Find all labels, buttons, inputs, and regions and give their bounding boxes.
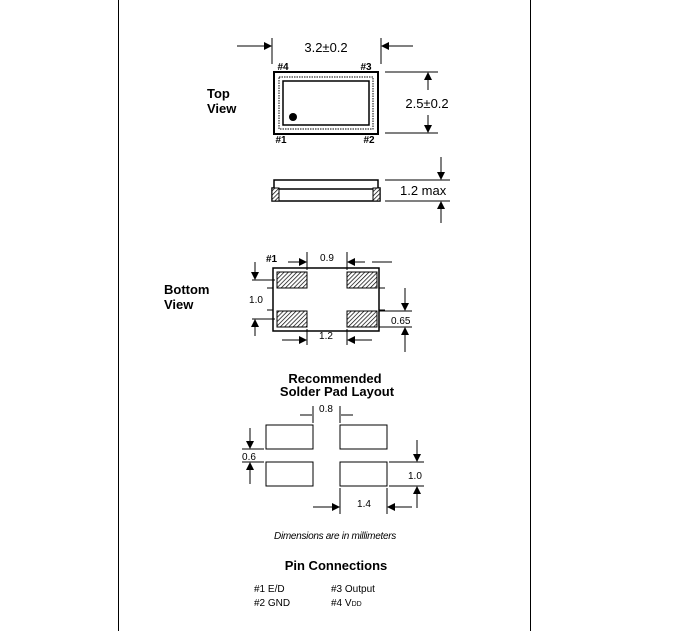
pad-3 xyxy=(346,310,378,328)
top-view: 3.2±0.2 #4 #3 #1 #2 Top View 2.5±0.2 xyxy=(207,38,449,146)
pin-label-1: #1 xyxy=(275,135,287,146)
bottom-view-label: Bottom xyxy=(164,282,210,297)
pin-1-desc: #1 E/D xyxy=(254,584,285,595)
dim-pad-pitch-v: 1.0 xyxy=(249,295,263,306)
pin1-marker-dot xyxy=(289,113,297,121)
top-view-label: Top xyxy=(207,86,230,101)
pin-label-3: #3 xyxy=(360,62,372,73)
pad-4 xyxy=(276,310,308,328)
solder-pad xyxy=(265,424,314,450)
bottom-view-label: View xyxy=(164,297,194,312)
dim-pad-pitch-h: 1.2 xyxy=(319,331,333,342)
solder-pad xyxy=(339,424,388,450)
solder-pad xyxy=(339,461,388,487)
dim-pad-height: 1.0 xyxy=(408,471,422,482)
bottom-view: #1 Bottom View 0.9 1.0 0.65 1.2 xyxy=(164,252,412,352)
pin-4-desc: #4 VDD xyxy=(331,598,362,609)
side-view: 1.2 max xyxy=(271,157,450,223)
pin-connections: Pin Connections #1 E/D #3 Output #2 GND … xyxy=(254,558,387,609)
units-note: Dimensions are in millimeters xyxy=(274,531,396,542)
dim-height: 2.5±0.2 xyxy=(405,96,448,111)
pin-label-1: #1 xyxy=(266,254,278,265)
pin-label-4: #4 xyxy=(277,62,289,73)
dim-pad-height: 0.65 xyxy=(391,316,411,327)
pin-3-desc: #3 Output xyxy=(331,584,375,595)
solder-pad-title: Solder Pad Layout xyxy=(280,384,395,399)
pin-2-desc: #2 GND xyxy=(254,598,290,609)
dim-thickness: 1.2 max xyxy=(400,183,447,198)
dim-gap-v: 0.6 xyxy=(242,452,256,463)
pin-connections-title: Pin Connections xyxy=(285,558,388,573)
solder-pad xyxy=(265,461,314,487)
solder-pad-layout: Recommended Solder Pad Layout 0.8 0.6 1.… xyxy=(242,371,424,514)
dim-gap-h: 0.8 xyxy=(319,404,333,415)
pad-1 xyxy=(276,271,308,289)
top-view-label: View xyxy=(207,101,237,116)
dim-pad-gap: 0.9 xyxy=(320,253,334,264)
pad-2 xyxy=(346,271,378,289)
datasheet-frame xyxy=(118,0,531,631)
dim-width: 3.2±0.2 xyxy=(304,40,347,55)
solder-pad-title: Recommended xyxy=(288,371,381,386)
pin-label-2: #2 xyxy=(363,135,375,146)
dim-pad-width: 1.4 xyxy=(357,499,371,510)
